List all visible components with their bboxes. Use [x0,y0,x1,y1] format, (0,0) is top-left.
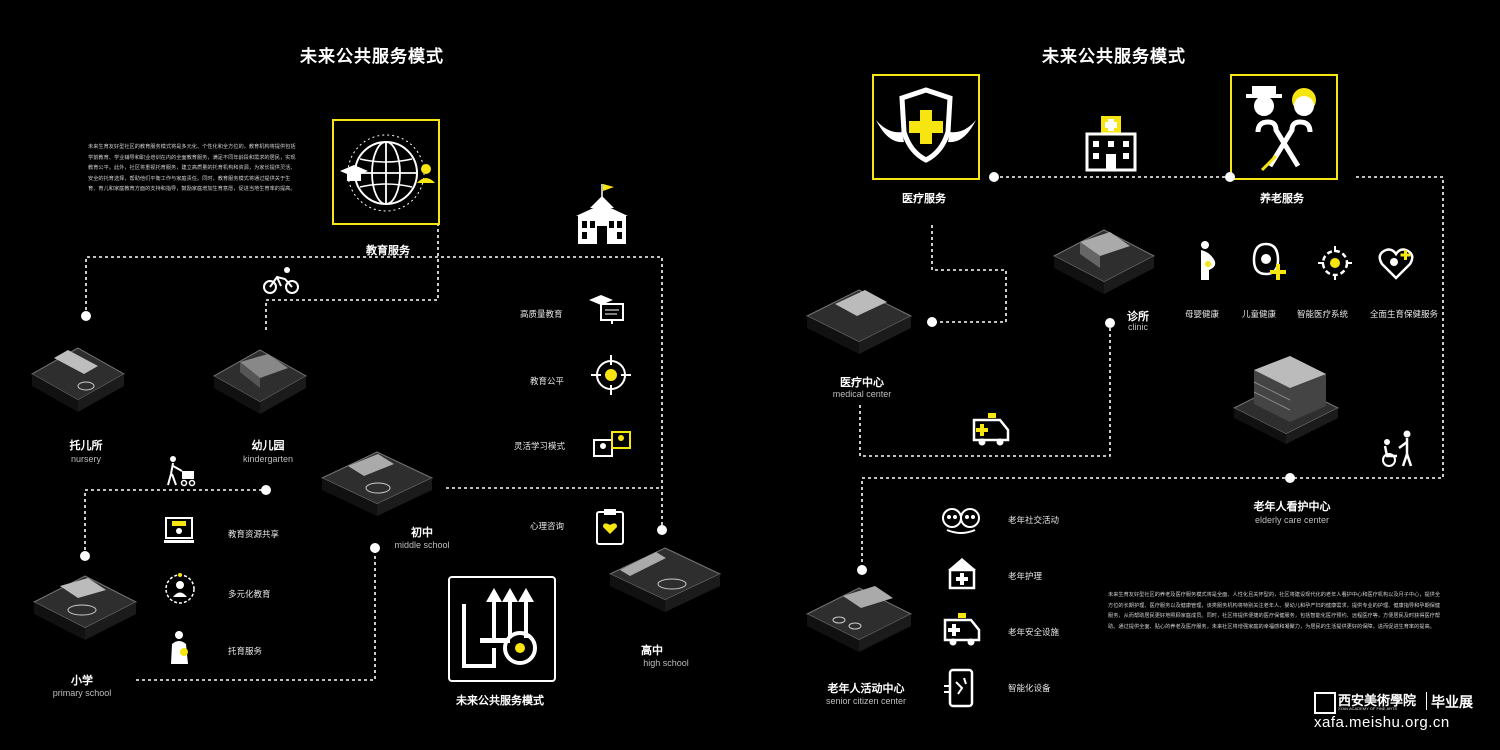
middle-school-building-model [320,451,434,516]
academy-seal-icon [1314,692,1336,714]
elderly-service-label: 养老服务 [1260,193,1304,205]
health-feature-0: 母婴健康 [1185,309,1220,319]
education-service-box[interactable] [332,119,440,225]
academy-name-en: XI'AN ACADEMY OF FINE ARTS [1338,706,1398,711]
education-service-label: 教育服务 [366,245,410,257]
bicycle-icon [263,267,299,294]
medical-service-box[interactable] [872,74,980,180]
medical-service-label: 医疗服务 [902,193,946,205]
education-description: 未来生育友好型社区的教育服务模式将是多元化、个性化和全方位的，教育机构将提供包括… [88,144,296,192]
education-equality-icon [591,355,631,395]
medical-center-building-model [805,289,913,354]
senior-activity-center-building-model [805,586,913,652]
clinic-label-en: clinic [1127,322,1148,332]
primary-feature-1: 多元化教育 [228,589,271,599]
middle-school-label: 初中 [411,527,433,539]
health-feature-1: 儿童健康 [1242,309,1277,319]
care-center-dot [1285,473,1295,483]
school-building-icon [576,184,628,244]
primary-feature-0: 教育资源共享 [228,529,280,539]
kindergarten-building-model [212,349,308,414]
child-health-icon [1252,242,1286,280]
academy-logo: 西安美術學院 XI'AN ACADEMY OF FINE ARTS 毕业展 xa… [1314,690,1486,740]
medical-elderly-description: 未来生育友好型社区的养老及医疗服务模式将是全面、人性化且关怀型的，社区将建设现代… [1108,592,1441,630]
nursery-label-en: nursery [70,454,101,464]
hospital-icon [1085,116,1137,172]
elderly-care-center-building-model [1232,356,1340,444]
middle-dot [370,543,380,553]
clinic-building-model [1052,229,1156,294]
high-dot [657,525,667,535]
primary-school-label: 小学 [71,675,93,687]
middle-school-label-en: middle school [394,540,450,550]
high-school-label: 高中 [641,645,663,657]
left-title: 未来公共服务模式 [300,47,444,66]
medical-center-label-en: medical center [832,389,892,399]
public-service-mode-label: 未来公共服务模式 [456,695,544,707]
primary-feature-2: 托育服务 [228,646,263,656]
elderly-safety-icon [943,613,981,646]
medical-center-dot [927,317,937,327]
site-url[interactable]: xafa.meishu.org.cn [1314,714,1450,731]
elder-feature-2: 老年安全设施 [1008,627,1060,637]
kindergarten-label-en: kindergarten [242,454,294,464]
elderly-social-icon [942,508,980,534]
health-feature-2: 智能医疗系统 [1297,309,1349,319]
maternal-health-icon [1201,241,1216,280]
quality-education-icon [589,295,624,324]
primary-school-label-en: primary school [52,688,112,698]
wheelchair-caregiver-icon [1382,430,1413,467]
clinic-label: 诊所 [1127,311,1149,323]
medical-shield-icon [876,87,976,163]
public-service-mode-box[interactable] [448,576,556,682]
graduation-show-label: 毕业展 [1431,694,1473,710]
psychological-counseling-icon [596,509,624,545]
logo-divider [1426,692,1427,710]
diverse-education-icon [165,573,195,604]
nursery-dot [81,311,91,321]
elderly-care-center-label-en: elderly care center [1254,515,1330,525]
primary-dot [80,551,90,561]
elderly-service-box[interactable] [1230,74,1338,180]
high-school-building-model [608,547,722,612]
elderly-care-center-label: 老年人看护中心 [1253,501,1331,513]
resource-sharing-icon [164,517,194,543]
junction-dot [261,485,271,495]
primary-school-building-model [32,575,138,640]
medical-center-label: 医疗中心 [840,377,884,389]
education-feature-0: 高质量教育 [520,309,563,319]
activity-center-dot [857,565,867,575]
medical-link-dot [989,172,999,182]
elderly-link-dot [1225,172,1235,182]
elder-feature-0: 老年社交活动 [1008,515,1060,525]
elder-feature-3: 智能化设备 [1008,683,1051,693]
senior-center-label-en: senior citizen center [825,696,907,706]
clinic-dot [1105,318,1115,328]
right-title: 未来公共服务模式 [1042,47,1186,66]
smart-device-icon [944,668,974,708]
ambulance-icon [972,413,1010,446]
elderly-nursing-icon [948,558,976,590]
elderly-couple-icon [1246,86,1316,172]
smart-medical-system-icon [1318,246,1352,280]
nursery-building-model [30,347,126,412]
growth-beaker-icon [462,588,537,668]
education-feature-3: 心理咨询 [530,521,565,531]
nursery-label: 托儿所 [69,440,103,452]
education-feature-1: 教育公平 [530,376,565,386]
reproductive-care-icon [1378,248,1414,280]
health-feature-3: 全面生育保健服务 [1370,309,1439,319]
childcare-icon [171,631,188,664]
high-school-label-en: high school [643,658,689,668]
parent-stroller-icon [167,456,196,487]
flexible-learning-icon [593,431,631,457]
education-feature-2: 灵活学习模式 [514,441,566,451]
kindergarten-label: 幼儿园 [251,440,285,452]
globe-education-icon [340,134,435,212]
elder-feature-1: 老年护理 [1008,571,1043,581]
academy-name-cn: 西安美術學院 [1338,694,1417,709]
senior-center-label: 老年人活动中心 [827,683,905,695]
